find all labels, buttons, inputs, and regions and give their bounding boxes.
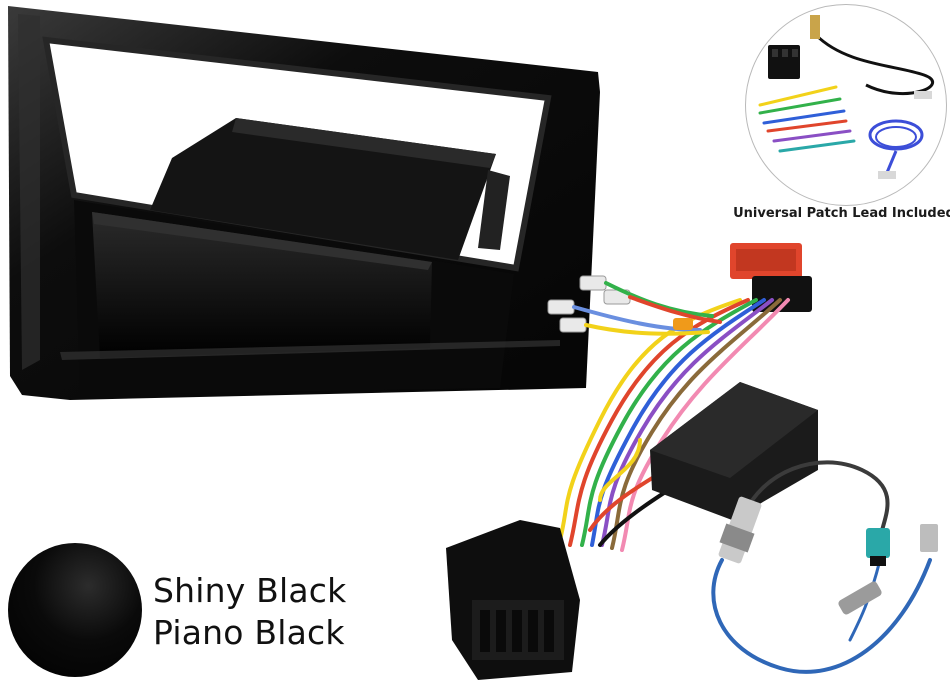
finish-line-1: Shiny Black (153, 571, 347, 610)
patch-lead-inset (745, 4, 947, 206)
patch-lead-image (758, 15, 934, 179)
finish-swatch (8, 543, 142, 677)
finish-label: Shiny Black Piano Black (153, 570, 346, 654)
finish-line-2: Piano Black (153, 613, 345, 652)
patch-lead-caption: Universal Patch Lead Included (733, 206, 950, 221)
